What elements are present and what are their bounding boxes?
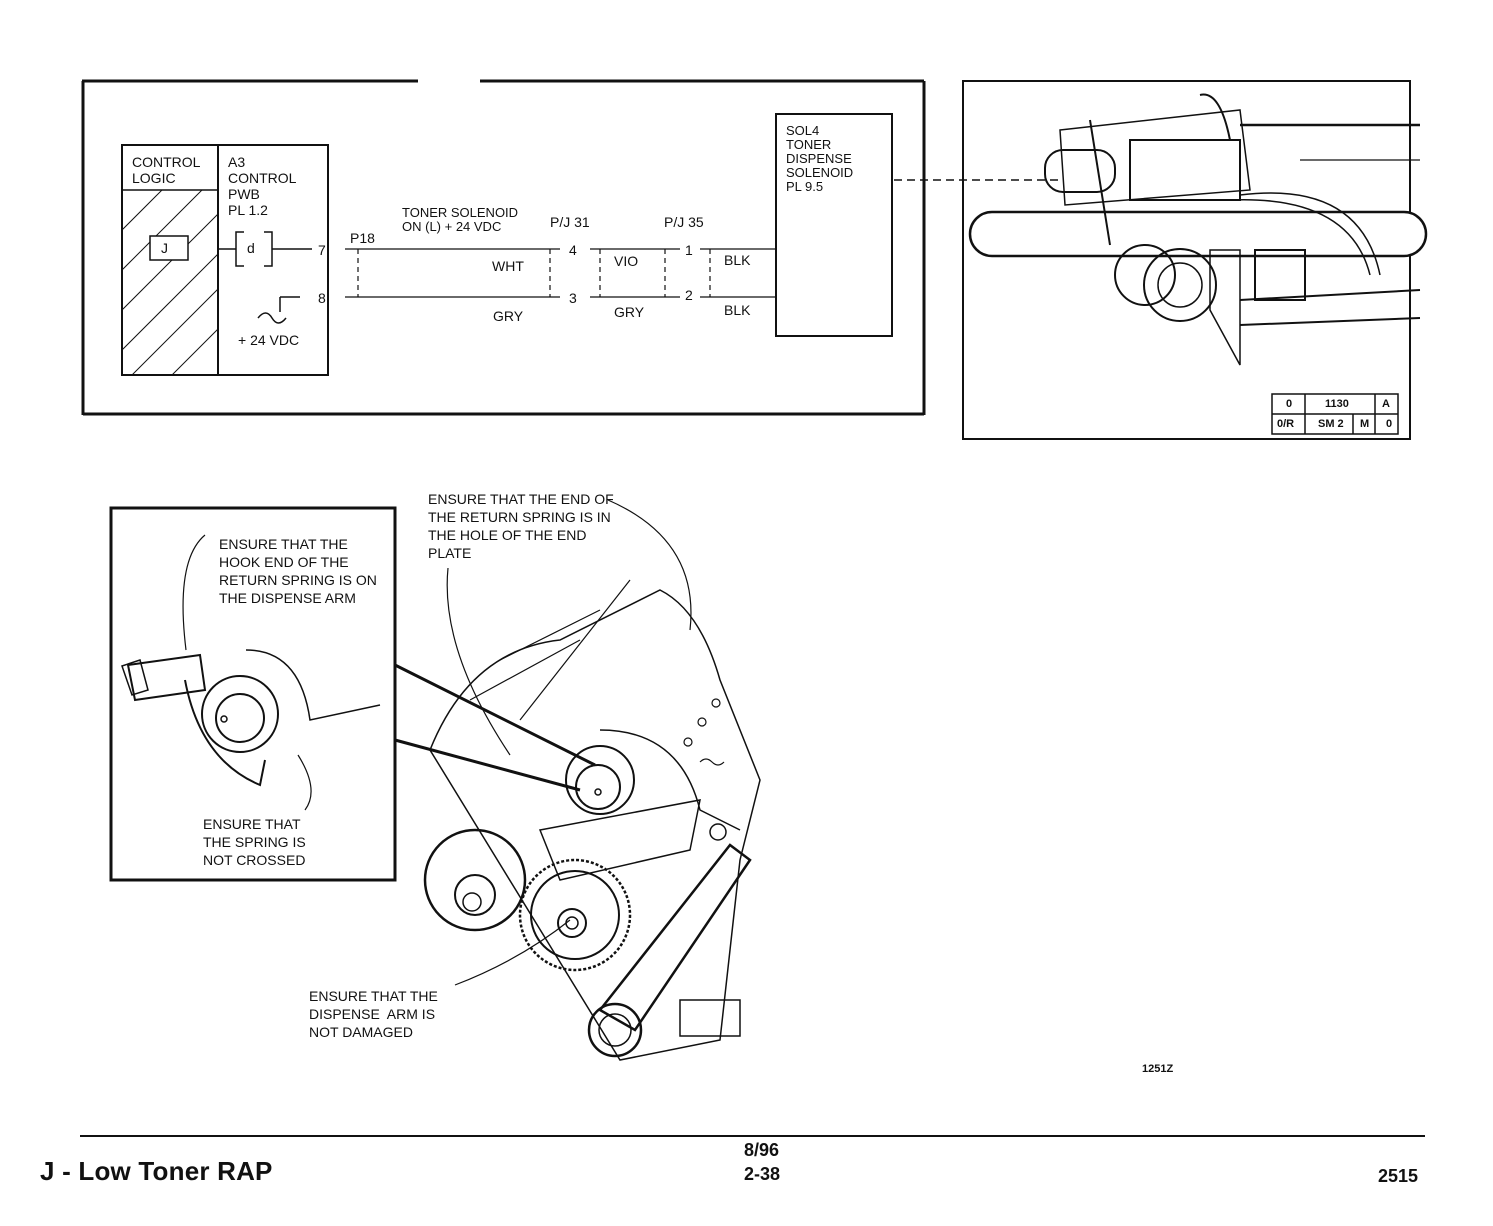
wire-blk-label-2: BLK (724, 302, 751, 318)
pj31-label: P/J 31 (550, 214, 590, 230)
page-title: J - Low Toner RAP (40, 1156, 273, 1186)
wire-wht-label: WHT (492, 258, 524, 274)
ref-cell-1: 0 (1286, 398, 1293, 410)
ref-cell-6: M (1360, 418, 1370, 430)
pin-8-label: 8 (318, 290, 326, 306)
wire-vio-label: VIO (614, 253, 639, 269)
signal-d-label: d (247, 240, 255, 256)
control-logic-label: CONTROL LOGIC (132, 154, 201, 186)
p18-label: P18 (350, 230, 375, 246)
footer-page-number: 2-38 (744, 1164, 781, 1184)
signal-name-label: TONER SOLENOID ON (L) + 24 VDC (402, 205, 519, 234)
wire-gry-label-2: GRY (614, 304, 645, 320)
wire-blk-label-1: BLK (724, 252, 751, 268)
ref-cell-4: 0/R (1277, 418, 1295, 430)
pin-7-label: 7 (318, 242, 326, 258)
ref-cell-3: A (1382, 398, 1390, 410)
signal-j-label: J (161, 240, 168, 256)
pin-3-label: 3 (569, 290, 577, 306)
note-not-crossed: ENSURE THAT THE SPRING IS NOT CROSSED (203, 816, 306, 868)
note-hook-end: ENSURE THAT THE HOOK END OF THE RETURN S… (219, 536, 377, 606)
ref-cell-2: 1130 (1325, 398, 1349, 410)
pin-2-label: 2 (685, 287, 693, 303)
pin-1-label: 1 (685, 242, 693, 258)
ref-cell-7: 0 (1386, 418, 1393, 430)
note-return-spring: ENSURE THAT THE END OF THE RETURN SPRING… (428, 491, 614, 561)
pj35-label: P/J 35 (664, 214, 704, 230)
control-board-label: A3 CONTROL PWB PL 1.2 (228, 154, 297, 218)
supply-label: + 24 VDC (238, 332, 300, 348)
pin-4-label: 4 (569, 242, 577, 258)
footer-date: 8/96 (744, 1140, 780, 1160)
ref-cell-5: SM 2 (1318, 418, 1344, 430)
footer-document-number: 2515 (1378, 1166, 1419, 1186)
solenoid-label: SOL4 TONER DISPENSE SOLENOID PL 9.5 (786, 123, 854, 194)
wire-gry-label-1: GRY (493, 308, 524, 324)
note-not-damaged: ENSURE THAT THE DISPENSE ARM IS NOT DAMA… (309, 988, 438, 1040)
figure-code: 1251Z (1142, 1063, 1174, 1075)
